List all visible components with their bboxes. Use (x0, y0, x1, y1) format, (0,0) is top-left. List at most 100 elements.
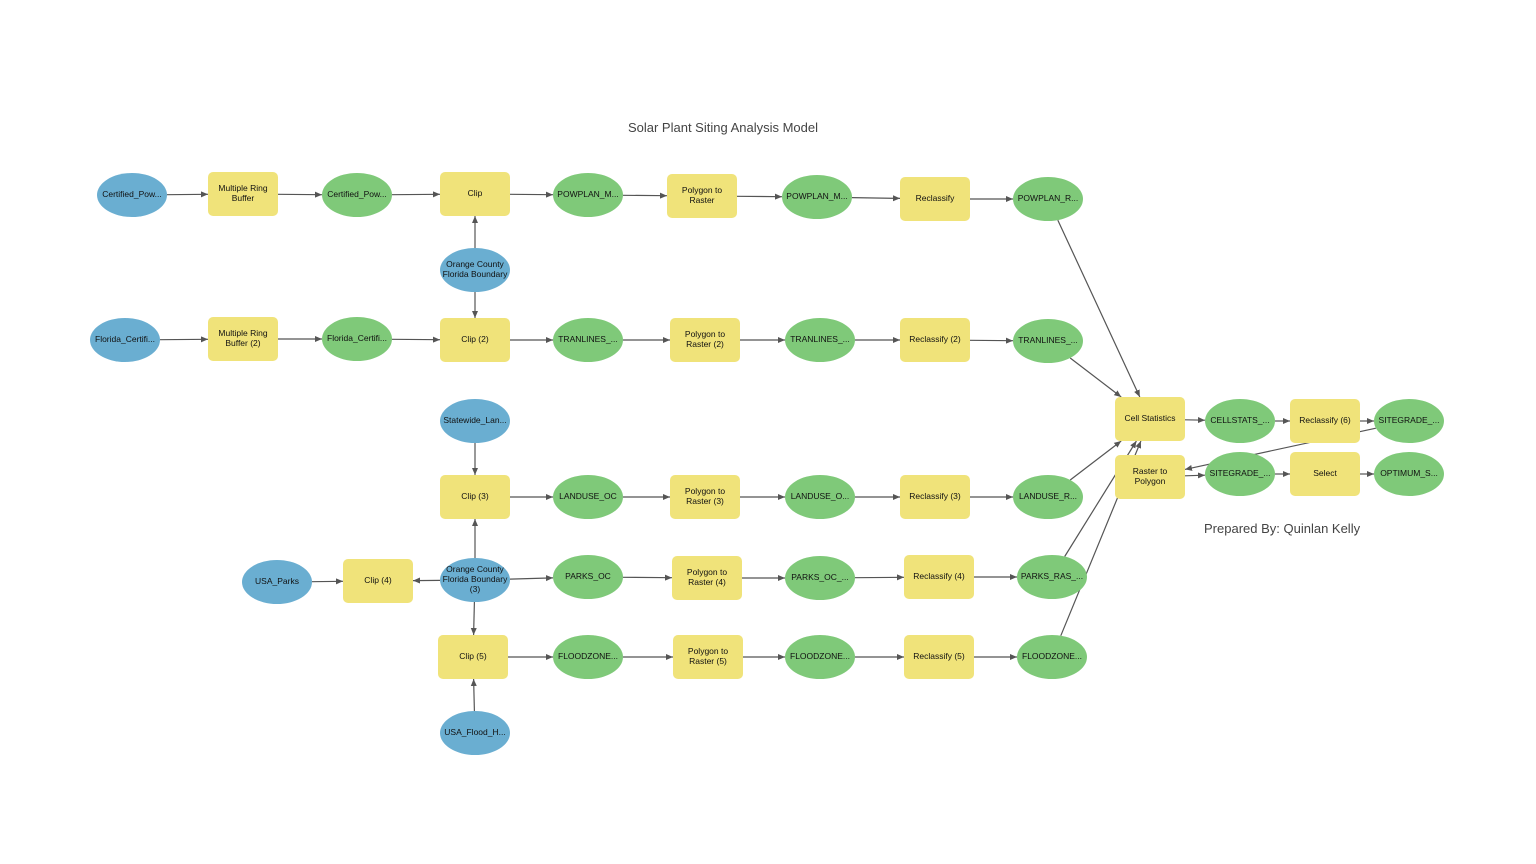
tool-multiple-ring-buffer-2[interactable]: Multiple Ring Buffer (2) (208, 317, 278, 361)
output-tranlines-clip[interactable]: TRANLINES_... (553, 318, 623, 362)
node-label: LANDUSE_OC (559, 492, 617, 502)
tool-reclassify-5[interactable]: Reclassify (5) (904, 635, 974, 679)
output-cellstats[interactable]: CELLSTATS_... (1205, 399, 1275, 443)
tool-polygon-to-raster[interactable]: Polygon to Raster (667, 174, 737, 218)
tool-polygon-to-raster-3[interactable]: Polygon to Raster (3) (670, 475, 740, 519)
input-certified-power-plants[interactable]: Certified_Pow... (97, 173, 167, 217)
node-label: LANDUSE_O... (790, 492, 850, 502)
output-powplan-clip[interactable]: POWPLAN_M... (553, 173, 623, 217)
tool-reclassify-6[interactable]: Reclassify (6) (1290, 399, 1360, 443)
connector-n7-to-n8 (851, 195, 901, 202)
connector-n46-to-n47 (1184, 472, 1206, 479)
node-label: Polygon to Raster (5) (687, 647, 729, 666)
output-optimum-sites[interactable]: OPTIMUM_S... (1374, 452, 1444, 496)
tool-raster-to-polygon[interactable]: Raster to Polygon (1115, 455, 1185, 499)
output-floodzone-clip[interactable]: FLOODZONE... (553, 635, 623, 679)
connector-n19-to-n42 (1069, 357, 1122, 398)
output-landuse-reclass[interactable]: LANDUSE_R... (1013, 475, 1083, 519)
input-usa-flood-hazard[interactable]: USA_Flood_H... (440, 711, 510, 755)
tool-reclassify-4[interactable]: Reclassify (4) (904, 555, 974, 599)
tool-polygon-to-raster-5[interactable]: Polygon to Raster (5) (673, 635, 743, 679)
node-label: FLOODZONE... (790, 652, 850, 662)
node-label: Reclassify (915, 194, 955, 204)
node-label: Reclassify (6) (1299, 416, 1351, 426)
node-label: Polygon to Raster (4) (686, 568, 728, 587)
node-label: Certified_Pow... (102, 190, 162, 200)
output-tranlines-reclass[interactable]: TRANLINES_... (1013, 319, 1083, 363)
tool-polygon-to-raster-4[interactable]: Polygon to Raster (4) (672, 556, 742, 600)
connector-n29-to-n35 (470, 601, 477, 636)
node-label: Polygon to Raster (681, 186, 723, 205)
node-label: Polygon to Raster (2) (684, 330, 726, 349)
output-landuse-oc[interactable]: LANDUSE_OC (553, 475, 623, 519)
output-floodzone-raster[interactable]: FLOODZONE... (785, 635, 855, 679)
node-label: Orange County Florida Boundary (3) (442, 565, 508, 594)
node-label: PARKS_OC_... (791, 573, 849, 583)
node-label: LANDUSE_R... (1018, 492, 1078, 502)
tool-cell-statistics[interactable]: Cell Statistics (1115, 397, 1185, 441)
output-parks-oc[interactable]: PARKS_OC (553, 555, 623, 599)
input-florida-certified[interactable]: Florida_Certifi... (90, 318, 160, 362)
connector-n9-to-n42 (1057, 219, 1141, 398)
input-usa-parks[interactable]: USA_Parks (242, 560, 312, 604)
node-label: CELLSTATS_... (1210, 416, 1270, 426)
node-label: Clip (467, 189, 483, 199)
node-label: FLOODZONE... (558, 652, 618, 662)
output-powplan-raster[interactable]: POWPLAN_M... (782, 175, 852, 219)
tool-reclassify-3[interactable]: Reclassify (3) (900, 475, 970, 519)
node-label: Clip (5) (459, 652, 487, 662)
output-certified-power-buffer[interactable]: Certified_Pow... (322, 173, 392, 217)
node-label: USA_Parks (255, 577, 299, 587)
tool-reclassify-2[interactable]: Reclassify (2) (900, 318, 970, 362)
node-label: Orange County Florida Boundary (442, 260, 508, 279)
diagram-title: Solar Plant Siting Analysis Model (627, 120, 819, 135)
node-label: FLOODZONE... (1022, 652, 1082, 662)
output-floodzone-reclass[interactable]: FLOODZONE... (1017, 635, 1087, 679)
tool-clip-4[interactable]: Clip (4) (343, 559, 413, 603)
output-parks-reclass[interactable]: PARKS_RAS_... (1017, 555, 1087, 599)
node-label: Select (1313, 469, 1337, 479)
node-label: Multiple Ring Buffer (2) (218, 329, 268, 348)
node-label: Reclassify (2) (909, 335, 961, 345)
node-label: PARKS_OC (565, 572, 611, 582)
input-orange-county-boundary-3[interactable]: Orange County Florida Boundary (3) (440, 558, 510, 602)
connector-n41-to-n35 (470, 678, 477, 712)
node-label: TRANLINES_... (790, 335, 850, 345)
node-label: Cell Statistics (1124, 414, 1176, 424)
output-florida-certified-buffer[interactable]: Florida_Certifi... (322, 317, 392, 361)
tool-clip[interactable]: Clip (440, 172, 510, 216)
node-label: OPTIMUM_S... (1380, 469, 1438, 479)
output-sitegrade-polygon[interactable]: SITEGRADE_... (1205, 452, 1275, 496)
connector-n26-to-n42 (1069, 440, 1122, 481)
input-statewide-landuse[interactable]: Statewide_Lan... (440, 399, 510, 443)
output-powplan-reclass[interactable]: POWPLAN_R... (1013, 177, 1083, 221)
node-label: TRANLINES_... (558, 335, 618, 345)
node-label: Clip (3) (461, 492, 489, 502)
tool-clip-5[interactable]: Clip (5) (438, 635, 508, 679)
node-label: POWPLAN_R... (1017, 194, 1079, 204)
node-label: Florida_Certifi... (95, 335, 155, 345)
node-label: SITEGRADE_... (1378, 416, 1440, 426)
tool-polygon-to-raster-2[interactable]: Polygon to Raster (2) (670, 318, 740, 362)
node-label: Florida_Certifi... (327, 334, 387, 344)
node-label: Certified_Pow... (327, 190, 387, 200)
output-landuse-raster[interactable]: LANDUSE_O... (785, 475, 855, 519)
node-label: POWPLAN_M... (557, 190, 619, 200)
tool-reclassify[interactable]: Reclassify (900, 177, 970, 221)
node-label: POWPLAN_M... (786, 192, 848, 202)
tool-multiple-ring-buffer[interactable]: Multiple Ring Buffer (208, 172, 278, 216)
tool-select[interactable]: Select (1290, 452, 1360, 496)
tool-clip-3[interactable]: Clip (3) (440, 475, 510, 519)
output-tranlines-raster[interactable]: TRANLINES_... (785, 318, 855, 362)
node-label: Clip (4) (364, 576, 392, 586)
node-label: Polygon to Raster (3) (684, 487, 726, 506)
node-label: Raster to Polygon (1132, 467, 1168, 486)
output-sitegrade-raster[interactable]: SITEGRADE_... (1374, 399, 1444, 443)
input-orange-county-boundary[interactable]: Orange County Florida Boundary (440, 248, 510, 292)
author-credit: Prepared By: Quinlan Kelly (1204, 521, 1361, 536)
output-parks-raster[interactable]: PARKS_OC_... (785, 556, 855, 600)
node-label: Multiple Ring Buffer (218, 184, 268, 203)
tool-clip-2[interactable]: Clip (2) (440, 318, 510, 362)
node-label: USA_Flood_H... (444, 728, 506, 738)
